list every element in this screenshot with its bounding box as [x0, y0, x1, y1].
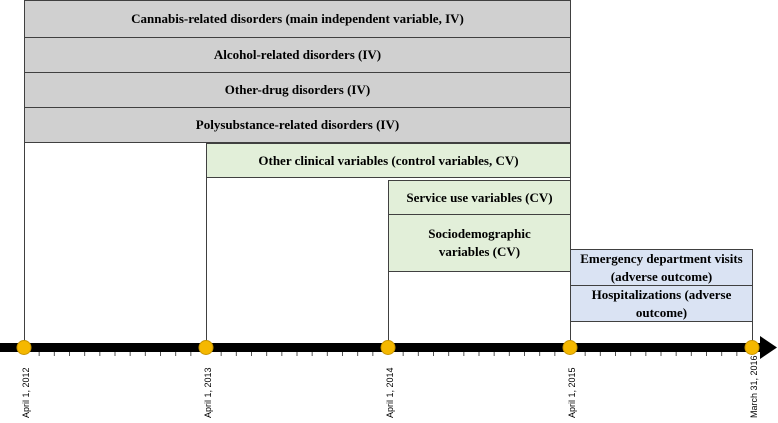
cannabis-disorders-label: Cannabis-related disorders (main indepen… [131, 11, 464, 26]
connector-2014 [388, 272, 389, 347]
connector-2016 [752, 321, 753, 347]
sociodemographic-variables-label: Sociodemographic variables (CV) [428, 226, 531, 259]
connector-2013 [206, 177, 207, 347]
date-label-2012: April 1, 2012 [21, 367, 31, 418]
other-clinical-variables-bar: Other clinical variables (control variab… [206, 143, 571, 178]
sociodemographic-variables-bar: Sociodemographic variables (CV) [388, 214, 571, 272]
alcohol-disorders-bar: Alcohol-related disorders (IV) [24, 37, 571, 73]
polysubstance-disorders-label: Polysubstance-related disorders (IV) [195, 117, 400, 132]
timeline-arrow [0, 336, 777, 359]
timeline-marker-2 [380, 340, 396, 355]
timeline-arrowhead [760, 336, 777, 359]
hospitalizations-label: Hospitalizations (adverse outcome) [591, 286, 732, 320]
other-drug-disorders-bar: Other-drug disorders (IV) [24, 72, 571, 108]
date-label-2014: April 1, 2014 [385, 367, 395, 418]
timeline-marker-1 [198, 340, 214, 355]
emergency-visits-bar: Emergency department visits (adverse out… [570, 249, 753, 286]
other-clinical-variables-label: Other clinical variables (control variab… [258, 152, 519, 168]
date-label-2015: April 1, 2015 [567, 367, 577, 418]
service-use-variables-bar: Service use variables (CV) [388, 180, 571, 215]
connector-2012 [24, 142, 25, 347]
timeline-marker-0 [16, 340, 32, 355]
other-drug-disorders-label: Other-drug disorders (IV) [224, 82, 371, 97]
service-use-variables-label: Service use variables (CV) [406, 189, 553, 205]
cannabis-disorders-bar: Cannabis-related disorders (main indepen… [24, 0, 571, 38]
date-label-2016: March 31, 2016 [749, 355, 759, 418]
alcohol-disorders-label: Alcohol-related disorders (IV) [213, 47, 382, 62]
polysubstance-disorders-bar: Polysubstance-related disorders (IV) [24, 107, 571, 143]
timeline-marker-3 [562, 340, 578, 355]
timeline-marker-4 [744, 340, 760, 355]
emergency-visits-label: Emergency department visits (adverse out… [580, 250, 743, 284]
hospitalizations-bar: Hospitalizations (adverse outcome) [570, 285, 753, 322]
date-label-2013: April 1, 2013 [203, 367, 213, 418]
